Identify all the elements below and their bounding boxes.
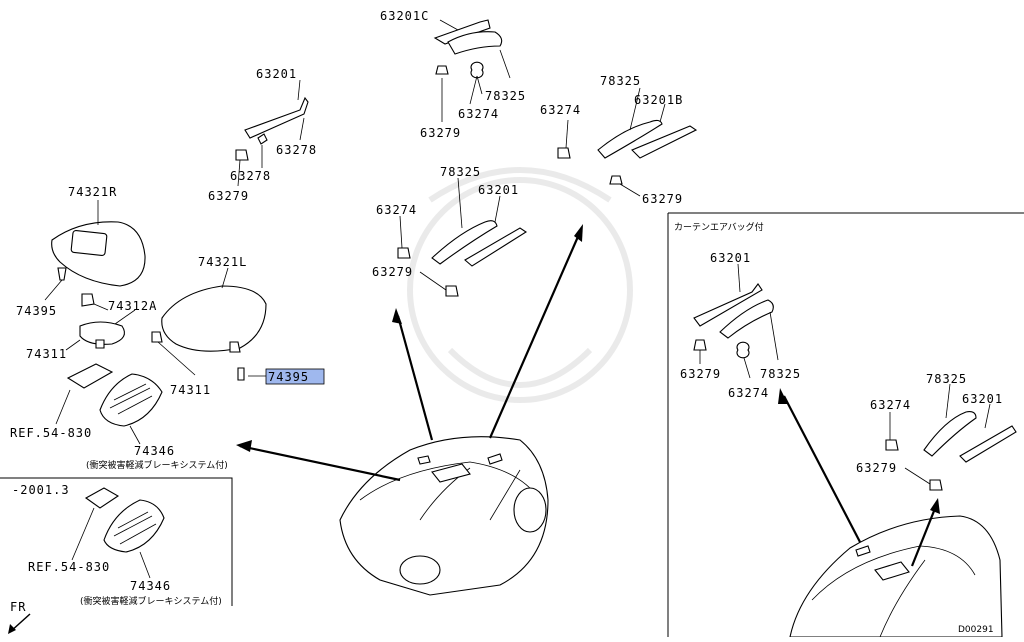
label-74321l: 74321L (198, 255, 247, 269)
curtain-airbag-title: カーテンエアバッグ付 (674, 221, 764, 233)
label-74346-b: 74346 (130, 579, 171, 593)
label-fr: FR (10, 600, 26, 614)
label-63201b: 63201B (634, 93, 683, 107)
note-1: (衝突被害軽減ブレーキシステム付) (86, 459, 228, 471)
label-63201-c: 63201 (478, 183, 519, 197)
sunvisor-right (44, 200, 146, 301)
label-63201-top: 63201 (256, 67, 297, 81)
label-74321r: 74321R (68, 185, 117, 199)
label-63278-a: 63278 (276, 143, 317, 157)
bracket-63201-upper (235, 79, 309, 187)
label-74311-a: 74311 (26, 347, 67, 361)
label-74311-b: 74311 (170, 383, 211, 397)
label-63279-d: 63279 (372, 265, 413, 279)
label-63274-c: 63274 (376, 203, 417, 217)
box-curtain-airbag (667, 212, 1024, 637)
diagram-code: D00291 (958, 625, 994, 635)
clip-74312a-and-mirror (65, 293, 136, 351)
label-74395-b-highlighted[interactable]: 74395 (268, 370, 309, 384)
label-74346-a: 74346 (134, 444, 175, 458)
car-illustration (339, 436, 549, 596)
right-label-63274-b: 63274 (870, 398, 911, 412)
right-label-78325-b: 78325 (926, 372, 967, 386)
grip-group-airbag-lower (885, 383, 1017, 491)
right-label-63201: 63201 (710, 251, 751, 265)
watermark-emblem (407, 167, 633, 403)
grip-group-top-center (433, 19, 511, 122)
label-ref-1: REF.54-830 (10, 426, 92, 440)
leader-arrows (236, 224, 583, 482)
label-ref-2: REF.54-830 (28, 560, 110, 574)
label-63201c: 63201C (380, 9, 429, 23)
leader-arrows-right (778, 388, 940, 567)
grip-group-right-center (557, 87, 698, 197)
label-63274-b: 63274 (540, 103, 581, 117)
right-label-78325-a: 78325 (760, 367, 801, 381)
right-label-63201-b: 63201 (962, 392, 1003, 406)
label-78325-a: 78325 (485, 89, 526, 103)
car-illustration-right (789, 515, 1003, 638)
right-label-63274-a: 63274 (728, 386, 769, 400)
label-63274-a: 63274 (458, 107, 499, 121)
highlight-box-74395[interactable] (265, 368, 325, 385)
label-63279-a: 63279 (208, 189, 249, 203)
label-63278-b: 63278 (230, 169, 271, 183)
front-arrow-icon (8, 613, 31, 634)
label-78325-c: 78325 (440, 165, 481, 179)
sunvisor-left (151, 267, 267, 381)
label-63279-b: 63279 (420, 126, 461, 140)
label-74395-a: 74395 (16, 304, 57, 318)
label-78325-b: 78325 (600, 74, 641, 88)
label-63279-c: 63279 (642, 192, 683, 206)
camera-cover-74346-old (71, 487, 165, 579)
label-74312a: 74312A (108, 299, 157, 313)
note-2: (衝突被害軽減ブレーキシステム付) (80, 595, 222, 607)
camera-cover-74346 (55, 363, 163, 445)
grip-group-center (397, 177, 528, 297)
right-label-63279-a: 63279 (680, 367, 721, 381)
right-label-63279-b: 63279 (856, 461, 897, 475)
label-year: -2001.3 (12, 483, 70, 497)
grip-group-airbag-upper (693, 263, 779, 379)
box-2001 (0, 477, 233, 606)
